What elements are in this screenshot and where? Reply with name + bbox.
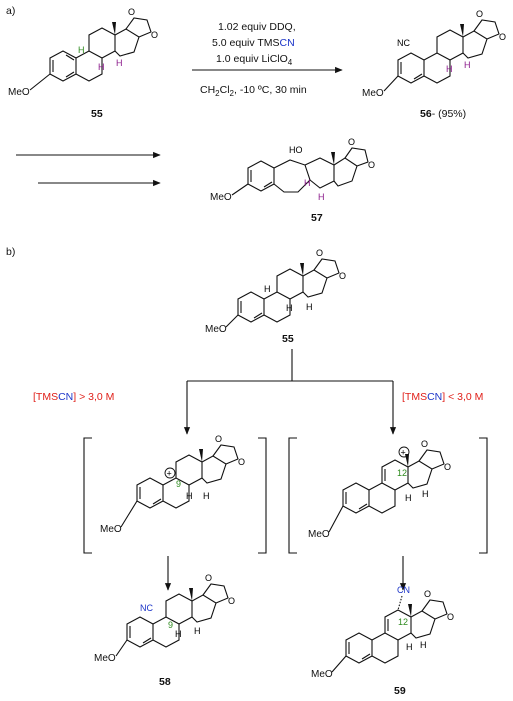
panel-label-a: a) — [6, 5, 15, 17]
svg-text:H: H — [194, 626, 201, 636]
svg-text:MeO: MeO — [311, 669, 333, 680]
svg-text:NC: NC — [397, 38, 410, 48]
svg-text:H: H — [420, 640, 427, 650]
compound-label-55-b: 55 — [282, 333, 294, 345]
panel-label-b: b) — [6, 246, 15, 258]
svg-text:O: O — [128, 7, 135, 17]
svg-text:H: H — [264, 284, 271, 294]
conditions-line: CH2Cl2, -10 ºC, 30 min — [200, 84, 307, 98]
svg-text:H: H — [286, 303, 293, 313]
molecule-57: HO H H O O MeO — [210, 137, 375, 203]
svg-text:12: 12 — [398, 617, 408, 627]
svg-text:O: O — [421, 439, 428, 449]
svg-text:O: O — [205, 573, 212, 583]
svg-text:MeO: MeO — [308, 529, 330, 540]
bracket-left-open — [83, 437, 92, 554]
svg-text:MeO: MeO — [94, 653, 116, 664]
svg-text:O: O — [368, 160, 375, 170]
svg-text:MeO: MeO — [100, 524, 122, 535]
svg-text:H: H — [446, 64, 453, 74]
compound-label-55-a: 55 — [91, 108, 103, 120]
svg-text:O: O — [151, 30, 158, 40]
svg-text:MeO: MeO — [8, 87, 30, 98]
bracket-right-open — [288, 437, 297, 554]
svg-text:+: + — [401, 448, 406, 458]
svg-text:H: H — [406, 642, 413, 652]
intermediate-c12-cation: + 12 H H O O MeO — [308, 439, 451, 540]
svg-text:MeO: MeO — [362, 88, 384, 99]
svg-text:H: H — [175, 629, 182, 639]
svg-text:MeO: MeO — [210, 192, 232, 203]
svg-text:O: O — [238, 457, 245, 467]
svg-text:H: H — [98, 62, 105, 72]
bracket-left-close — [258, 437, 267, 554]
compound-label-57: 57 — [311, 212, 323, 224]
molecule-58: NC 9 H H O O MeO — [94, 573, 235, 664]
svg-text:O: O — [444, 462, 451, 472]
intermediate-c9-cation: + 9 H H O O MeO — [100, 434, 245, 535]
svg-text:12: 12 — [397, 468, 407, 478]
svg-text:CN: CN — [397, 585, 410, 595]
svg-text:H: H — [186, 491, 193, 501]
svg-text:H: H — [78, 45, 85, 55]
svg-text:O: O — [215, 434, 222, 444]
svg-text:+: + — [167, 469, 172, 479]
condition-left: [TMSCN] > 3,0 M — [33, 391, 114, 403]
svg-text:MeO: MeO — [205, 324, 227, 335]
reagent-line-tmscn: 5.0 equiv TMSCN — [212, 37, 295, 49]
svg-text:O: O — [228, 596, 235, 606]
svg-text:H: H — [116, 58, 123, 68]
reagent-line-ddq: 1.02 equiv DDQ, — [218, 21, 296, 33]
compound-label-59: 59 — [394, 685, 406, 697]
svg-text:O: O — [316, 248, 323, 258]
svg-text:H: H — [306, 302, 313, 312]
svg-text:H: H — [318, 192, 325, 202]
molecule-55-scheme-a: H H H O O MeO — [8, 7, 158, 98]
svg-text:O: O — [499, 32, 506, 42]
compound-label-56: 56- (95%) — [420, 108, 466, 120]
compound-label-58: 58 — [159, 676, 171, 688]
svg-text:H: H — [422, 489, 429, 499]
svg-text:H: H — [304, 178, 311, 188]
svg-text:9: 9 — [168, 620, 173, 630]
svg-text:H: H — [464, 60, 471, 70]
molecule-56: NC H H O O MeO — [362, 9, 506, 99]
svg-text:O: O — [476, 9, 483, 19]
svg-text:H: H — [203, 491, 210, 501]
svg-text:9: 9 — [176, 479, 181, 489]
svg-text:H: H — [405, 493, 412, 503]
svg-text:HO: HO — [289, 145, 303, 155]
reagent-line-liclo4: 1.0 equiv LiClO4 — [216, 53, 293, 67]
molecule-59: CN 12 H H O O MeO — [311, 585, 454, 680]
svg-text:O: O — [348, 137, 355, 147]
condition-right: [TMSCN] < 3,0 M — [402, 391, 483, 403]
svg-text:O: O — [339, 271, 346, 281]
molecule-55-scheme-b: H H H O O MeO — [205, 248, 346, 335]
svg-text:O: O — [424, 589, 431, 599]
svg-text:NC: NC — [140, 603, 153, 613]
svg-text:O: O — [447, 612, 454, 622]
bracket-right-close — [479, 437, 488, 554]
